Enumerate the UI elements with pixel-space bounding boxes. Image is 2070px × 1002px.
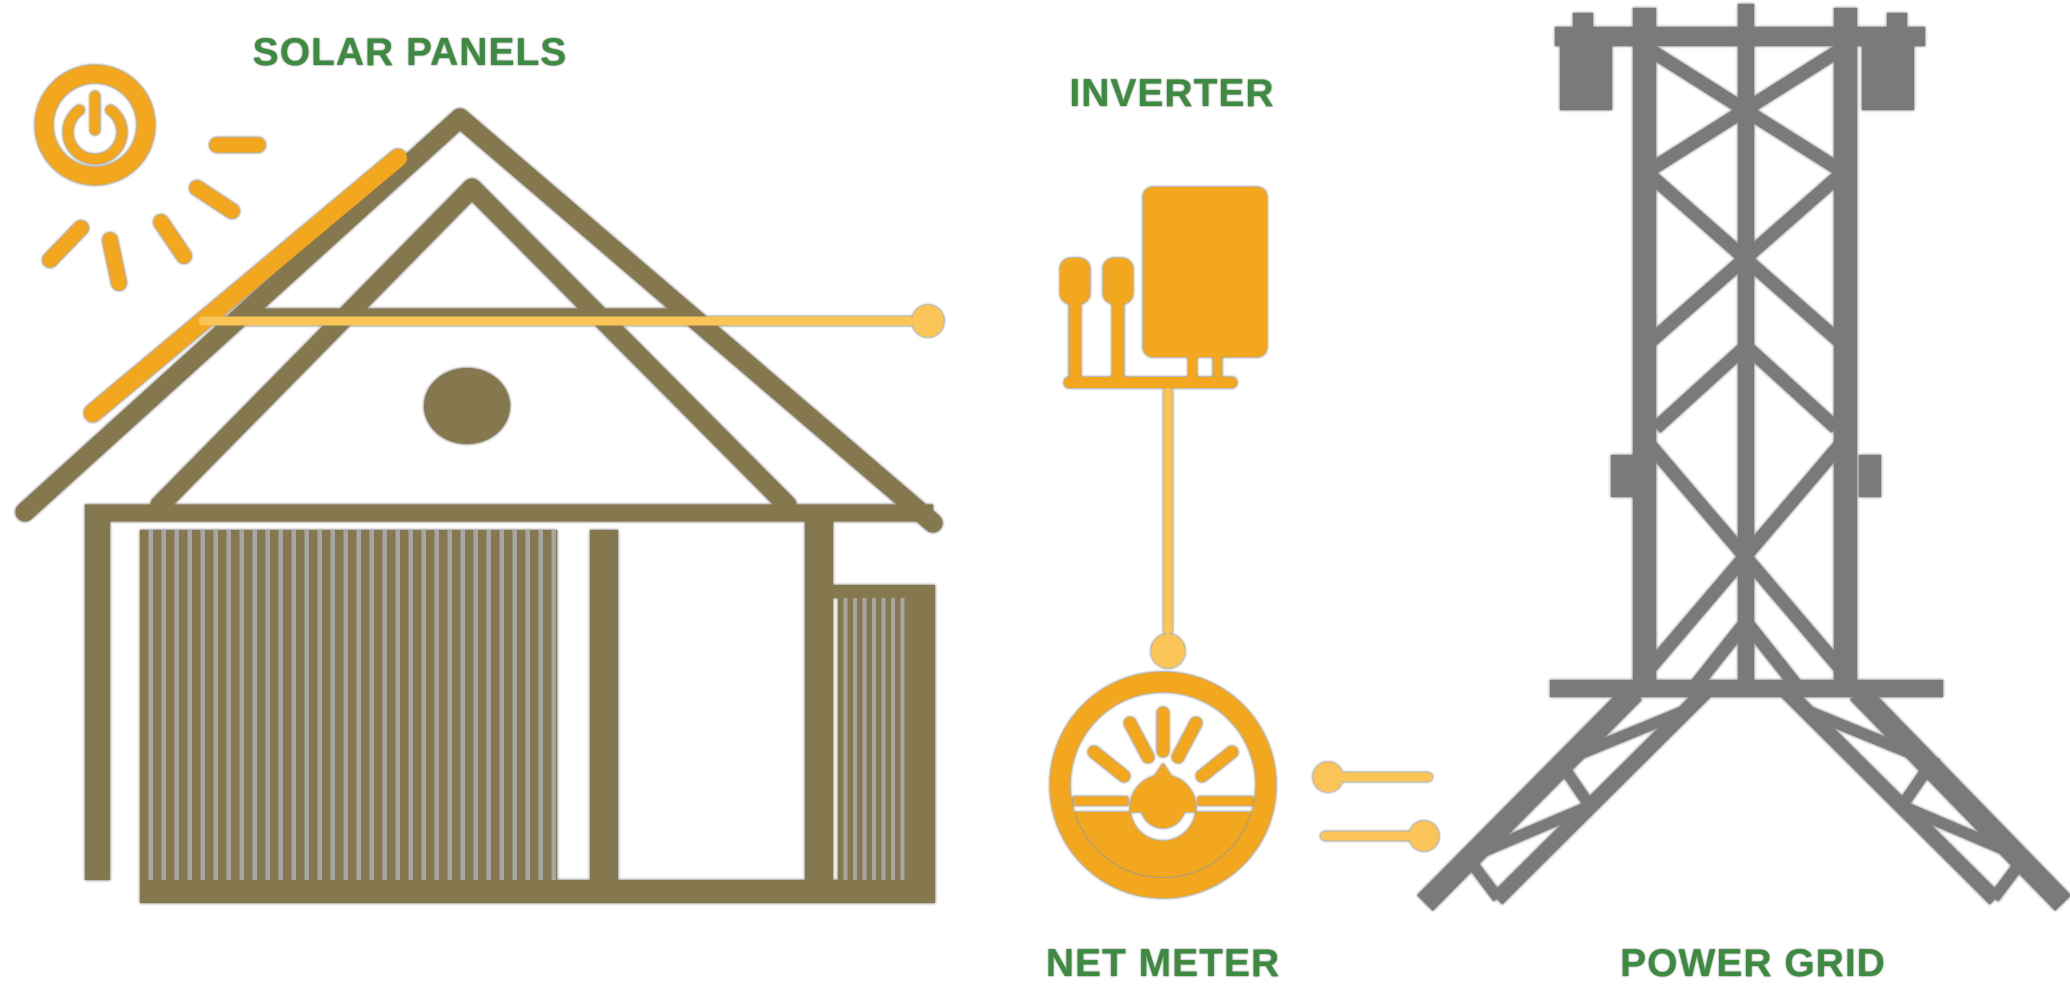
tower-flange-right <box>1859 455 1881 497</box>
tower-waist-bar <box>1550 680 1943 697</box>
sun-ray-south <box>102 232 127 291</box>
meter-droplet <box>1141 763 1185 828</box>
tower-center-mast <box>1738 4 1754 695</box>
house-center-post <box>590 530 618 880</box>
label-solar-panels: SOLAR PANELS <box>252 31 568 74</box>
annex-right-wall <box>908 598 935 880</box>
transmission-tower-icon <box>1417 4 2070 911</box>
inverter-plug-right-stem <box>1112 300 1124 379</box>
label-inverter: INVERTER <box>1069 72 1275 115</box>
net-meter-gauge-icon <box>1050 672 1276 898</box>
sun-ray-southeast <box>189 180 240 219</box>
label-net-meter: NET METER <box>1045 942 1281 985</box>
meter-ring <box>1050 672 1276 898</box>
sun-ray-southwest <box>42 220 89 268</box>
house-icon <box>15 108 943 903</box>
inverter-wire-bar <box>1064 377 1237 388</box>
solar-panel-icon <box>84 149 407 422</box>
annex-top-beam <box>833 585 935 598</box>
connectors <box>198 305 1439 851</box>
inverter-body <box>1143 187 1267 357</box>
inverter-plug-left <box>1060 258 1090 304</box>
label-power-grid: POWER GRID <box>1620 942 1886 985</box>
annex-siding-stripes <box>838 598 908 880</box>
connector-dot-inverter-end <box>912 305 944 337</box>
sun-ray-south-southeast <box>153 214 192 264</box>
inverter-plug-right <box>1103 258 1133 304</box>
inverter-tab-right <box>1213 357 1222 380</box>
tower-end-plate-right <box>1862 46 1914 110</box>
house-base <box>140 880 935 903</box>
inverter-plug-left-stem <box>1069 300 1081 379</box>
sun-power-icon <box>35 65 266 291</box>
tower-flange-left <box>1611 455 1633 497</box>
tower-end-plate-left <box>1560 46 1612 110</box>
tower-insulator-outer-right <box>1887 13 1907 28</box>
meter-rays <box>1088 707 1238 782</box>
tower-splayed-legs <box>1417 684 2070 911</box>
house-siding-stripes <box>140 530 557 880</box>
house-inner-roof <box>150 178 797 515</box>
tower-crossarm <box>1555 27 1925 46</box>
tower-insulator-outer-left <box>1573 13 1593 28</box>
connector-dot-meter-end <box>1151 634 1185 668</box>
tower-left-leg <box>1633 8 1656 697</box>
meter-fill-segment <box>1075 775 1251 878</box>
tower-right-leg <box>1834 8 1857 697</box>
inverter-icon <box>1060 187 1267 388</box>
house-left-wall <box>85 513 110 880</box>
inverter-tab-left <box>1188 357 1197 380</box>
connector-dot-meter-to-grid <box>1409 821 1439 851</box>
house-vent-circle <box>424 368 510 444</box>
tower-lattice <box>1645 44 1845 695</box>
house-right-wall <box>805 513 833 880</box>
house-outer-roof <box>15 108 943 533</box>
